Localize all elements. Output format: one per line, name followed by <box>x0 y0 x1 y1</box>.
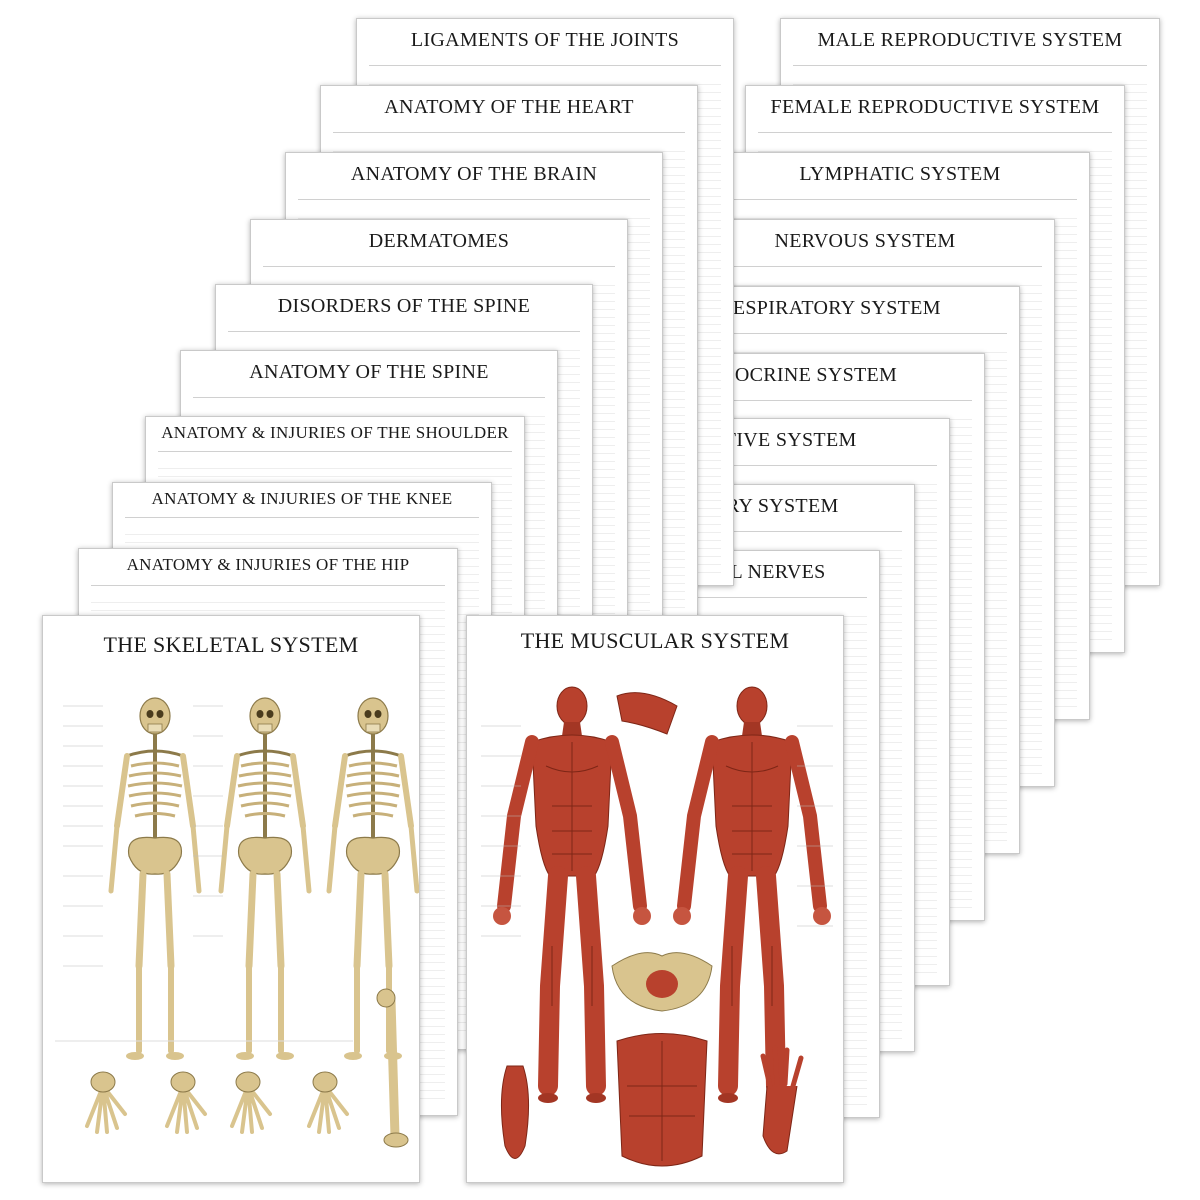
poster-title: NERVOUS SYSTEM <box>774 230 956 252</box>
poster-title: ANATOMY & INJURIES OF THE KNEE <box>151 489 453 508</box>
poster-title: LIGAMENTS OF THE JOINTS <box>410 29 680 51</box>
skeleton-illustration <box>55 616 420 1148</box>
poster-title: FEMALE REPRODUCTIVE SYSTEM <box>770 96 1100 118</box>
muscle-illustration <box>481 616 844 1167</box>
skeleton-lateral-view <box>221 698 309 1060</box>
poster-title: THE MUSCULAR SYSTEM <box>520 628 790 653</box>
poster-title: ENDOCRINE SYSTEM <box>692 364 898 386</box>
poster-title: RESPIRATORY SYSTEM <box>719 297 941 319</box>
poster-title: ANATOMY & INJURIES OF THE SHOULDER <box>161 423 509 442</box>
poster-title: ANATOMY OF THE HEART <box>384 96 634 118</box>
poster-title: DISORDERS OF THE SPINE <box>277 295 531 317</box>
skeleton-posterior-view <box>329 698 417 1060</box>
abdominal-wall-detail <box>616 1033 708 1167</box>
hand-foot-details <box>85 1070 349 1134</box>
hand-muscle-detail <box>760 1045 804 1155</box>
poster-title: MALE REPRODUCTIVE SYSTEM <box>817 29 1123 51</box>
foot-detail <box>500 1065 530 1159</box>
pelvis-detail <box>611 952 713 1012</box>
poster-title: ANATOMY OF THE BRAIN <box>350 163 598 185</box>
poster-muscular-system: THE MUSCULAR SYSTEM <box>466 615 844 1183</box>
poster-title: ANATOMY & INJURIES OF THE HIP <box>126 555 410 574</box>
poster-title: ANATOMY OF THE SPINE <box>249 361 489 383</box>
poster-skeletal-system: THE SKELETAL SYSTEM <box>42 615 420 1183</box>
skeleton-anterior-view <box>111 698 199 1060</box>
muscle-detail-shoulder <box>616 692 678 735</box>
poster-title: THE SKELETAL SYSTEM <box>103 632 359 657</box>
poster-title: LYMPHATIC SYSTEM <box>799 163 1001 185</box>
femur-detail <box>376 988 409 1148</box>
poster-title: DERMATOMES <box>368 230 510 252</box>
